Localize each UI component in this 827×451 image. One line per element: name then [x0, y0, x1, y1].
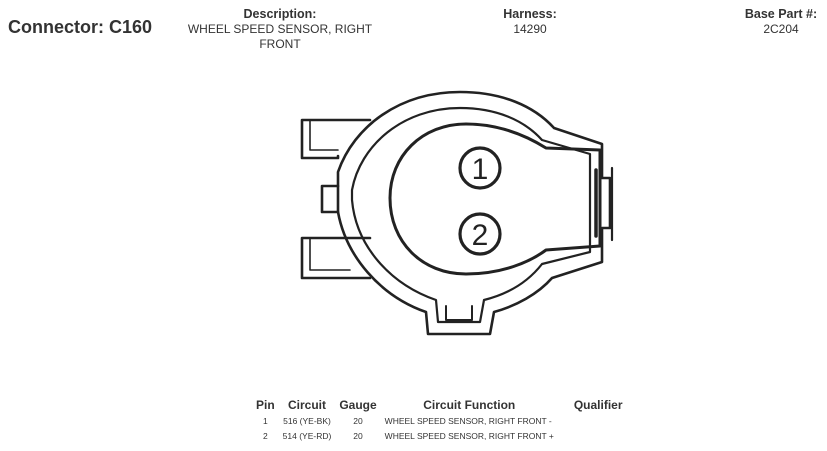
base-part-value: 2C204 — [763, 22, 799, 36]
lower-latch-inner — [309, 237, 351, 271]
row-qualifier — [558, 428, 627, 443]
col-function: Circuit Function — [423, 397, 516, 412]
row-circuit: 514 (YE-RD) — [282, 430, 332, 441]
row-pin: 2 — [262, 430, 268, 441]
harness-value: 14290 — [513, 22, 547, 36]
row-pin: 1 — [262, 415, 268, 426]
outer-shell — [336, 90, 612, 336]
middle-tab — [320, 184, 340, 214]
pinout-header-row: Pin Circuit Gauge Circuit Function Quali… — [252, 396, 627, 413]
col-circuit: Circuit — [287, 397, 326, 412]
row-circuit: 516 (YE-BK) — [283, 415, 331, 426]
connector-face-diagram: 1 2 — [300, 90, 614, 336]
pin-cavity — [388, 122, 602, 276]
description-block: Description: WHEEL SPEED SENSOR, RIGHT F… — [172, 7, 388, 52]
description-value-line2: FRONT — [259, 37, 301, 51]
pin-2-label: 2 — [472, 219, 489, 252]
row-function: WHEEL SPEED SENSOR, RIGHT FRONT + — [384, 430, 554, 441]
base-part-label: Base Part #: — [744, 7, 818, 21]
bottom-key — [445, 305, 473, 321]
pin-1-circle — [458, 146, 502, 190]
description-label: Description: — [243, 7, 317, 21]
row-gauge: 20 — [353, 430, 363, 441]
inner-shell — [350, 106, 592, 324]
col-pin: Pin — [256, 397, 275, 412]
pin-1-label: 1 — [472, 153, 489, 186]
description-value-line1: WHEEL SPEED SENSOR, RIGHT — [187, 22, 373, 36]
col-qualifier: Qualifier — [573, 397, 623, 412]
row-gauge: 20 — [353, 415, 363, 426]
row-qualifier — [558, 413, 627, 428]
upper-latch-inner — [309, 119, 339, 151]
base-part-block: Base Part #: 2C204 — [727, 7, 827, 37]
pinout-table: Pin Circuit Gauge Circuit Function Quali… — [252, 396, 627, 443]
harness-block: Harness: 14290 — [480, 7, 580, 37]
harness-label: Harness: — [503, 7, 557, 21]
lower-latch — [300, 236, 372, 280]
upper-latch — [300, 118, 372, 160]
table-row: 1 516 (YE-BK) 20 WHEEL SPEED SENSOR, RIG… — [252, 413, 627, 428]
col-gauge: Gauge — [339, 397, 377, 412]
row-function: WHEEL SPEED SENSOR, RIGHT FRONT - — [384, 415, 552, 426]
connector-title: Connector: C160 — [8, 17, 153, 37]
table-row: 2 514 (YE-RD) 20 WHEEL SPEED SENSOR, RIG… — [252, 428, 627, 443]
pin-2-circle — [458, 212, 502, 256]
